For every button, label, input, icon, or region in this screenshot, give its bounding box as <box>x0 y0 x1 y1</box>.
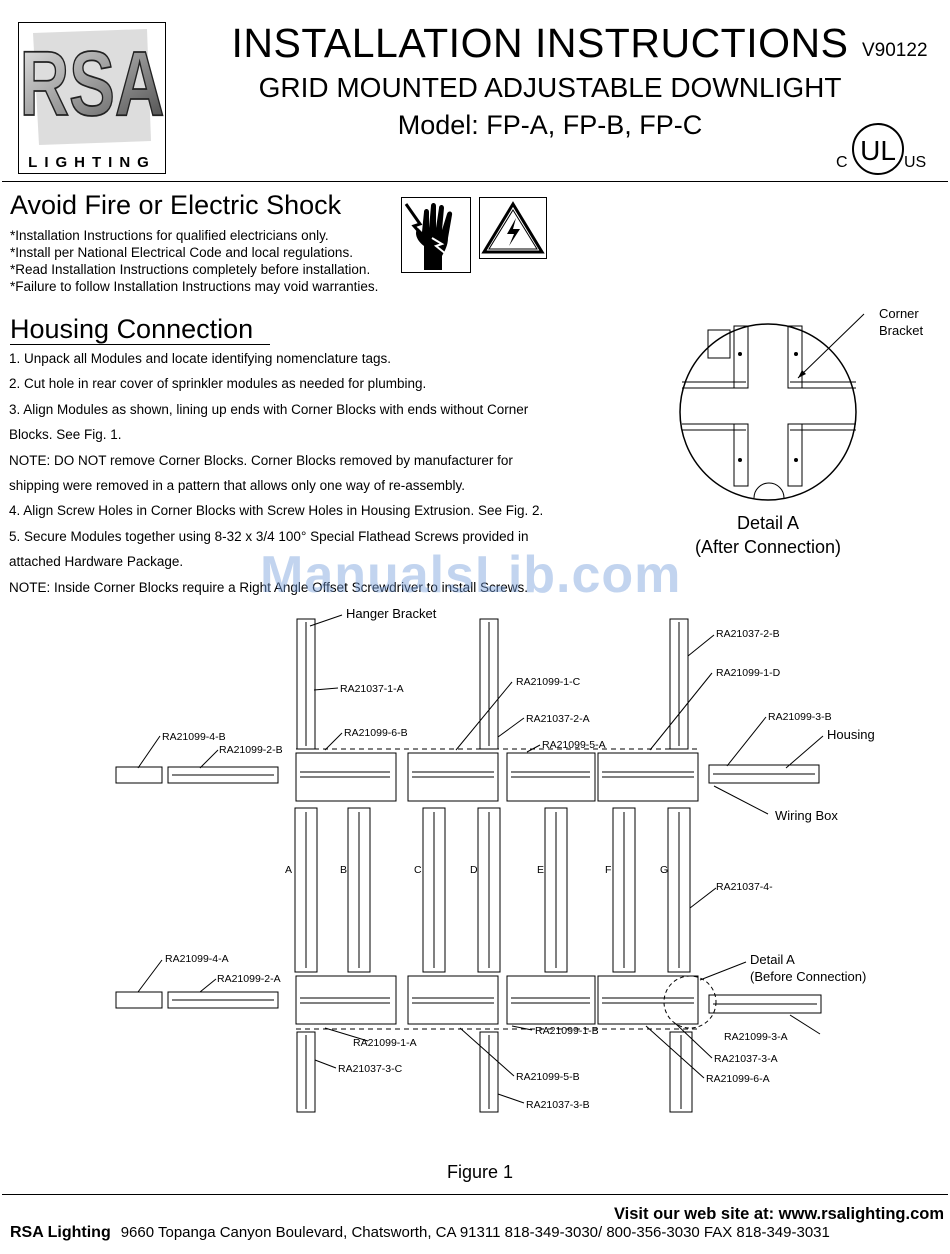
label-ra21099-1-a: RA21099-1-A <box>353 1037 417 1049</box>
label-col-a: A <box>285 864 292 876</box>
label-ra21037-3-c: RA21037-3-C <box>338 1063 403 1075</box>
document-code: V90122 <box>862 40 928 61</box>
label-ra21099-1-d: RA21099-1-D <box>716 667 781 679</box>
corner-bracket-label-2: Bracket <box>879 323 923 338</box>
label-before-connection: (Before Connection) <box>750 969 866 984</box>
logo-letters: RSA <box>20 33 165 135</box>
instruction-line: attached Hardware Package. <box>9 554 184 569</box>
label-ra21099-1-b: RA21099-1-B <box>535 1025 599 1037</box>
high-voltage-warning-icon <box>479 197 547 259</box>
label-ra21099-3-a: RA21099-3-A <box>724 1031 788 1043</box>
detail-a-title: Detail A <box>736 513 800 533</box>
label-ra21099-5-b: RA21099-5-B <box>516 1071 580 1083</box>
header-divider <box>2 181 948 182</box>
detail-a-after-diagram: Corner Bracket <box>679 306 923 501</box>
ul-left-text: C <box>836 154 848 171</box>
logo-graphic: RSA <box>19 29 165 145</box>
instruction-line: 3. Align Modules as shown, lining up end… <box>9 402 529 417</box>
label-col-d: D <box>470 864 478 876</box>
label-ra21099-3-b: RA21099-3-B <box>768 711 832 723</box>
instruction-line: 4. Align Screw Holes in Corner Blocks wi… <box>9 503 544 518</box>
label-ra21099-1-c: RA21099-1-C <box>516 676 581 688</box>
label-ra21099-2-a: RA21099-2-A <box>217 973 281 985</box>
label-ra21099-6-a: RA21099-6-A <box>706 1073 770 1085</box>
warning-line: *Read Installation Instructions complete… <box>10 262 371 277</box>
model-list: Model: FP-A, FP-B, FP-C <box>397 110 703 140</box>
label-ra21037-2-b: RA21037-2-B <box>716 628 780 640</box>
label-ra21099-6-b: RA21099-6-B <box>344 727 408 739</box>
instruction-line: Blocks. See Fig. 1. <box>9 427 122 442</box>
housing-heading-underline <box>10 344 270 345</box>
housing-heading: Housing Connection <box>10 314 254 344</box>
label-ra21037-3-a: RA21037-3-A <box>714 1053 778 1065</box>
label-housing: Housing <box>827 727 875 742</box>
label-ra21037-3-b: RA21037-3-B <box>526 1099 590 1111</box>
company-name: RSA Lighting <box>10 1224 111 1241</box>
label-col-c: C <box>414 864 422 876</box>
label-hanger-bracket: Hanger Bracket <box>346 606 437 621</box>
instruction-line: 5. Secure Modules together using 8-32 x … <box>9 529 529 544</box>
label-ra21037-4: RA21037-4- <box>716 881 773 893</box>
label-ra21099-5-a: RA21099-5-A <box>542 739 606 751</box>
company-address: RSA Lighting 9660 Topanga Canyon Boulevar… <box>10 1224 830 1242</box>
label-col-f: F <box>605 864 611 876</box>
footer-divider <box>2 1194 948 1195</box>
instruction-line: 1. Unpack all Modules and locate identif… <box>9 351 391 366</box>
ul-listing-icon: UL C US <box>836 123 926 175</box>
label-ra21037-1-a: RA21037-1-A <box>340 683 404 695</box>
label-col-e: E <box>537 864 544 876</box>
detail-a-subtitle: (After Connection) <box>694 537 842 557</box>
label-ra21099-2-b: RA21099-2-B <box>219 744 283 756</box>
instruction-line: shipping were removed in a pattern that … <box>9 478 465 493</box>
label-col-g: G <box>660 864 668 876</box>
warning-line: *Installation Instructions for qualified… <box>10 228 329 243</box>
figure-1-diagram: Hanger Bracket RA21037-1-A RA21099-1-C R… <box>115 606 875 1113</box>
warning-heading: Avoid Fire or Electric Shock <box>10 190 342 220</box>
label-ra21099-4-b: RA21099-4-B <box>162 731 226 743</box>
ul-right-text: US <box>904 154 926 171</box>
instruction-line: NOTE: Inside Corner Blocks require a Rig… <box>9 580 528 595</box>
instruction-line: NOTE: DO NOT remove Corner Blocks. Corne… <box>9 453 513 468</box>
label-ra21037-2-a: RA21037-2-A <box>526 713 590 725</box>
figure-caption: Figure 1 <box>446 1162 514 1182</box>
rsa-logo: RSA LIGHTING <box>18 22 166 174</box>
label-detail-a: Detail A <box>750 952 795 967</box>
website-link[interactable]: Visit our web site at: www.rsalighting.c… <box>613 1205 944 1223</box>
warning-line: *Install per National Electrical Code an… <box>10 245 353 260</box>
corner-bracket-label-1: Corner <box>879 306 919 321</box>
electric-shock-hand-icon <box>401 197 471 273</box>
page-title: INSTALLATION INSTRUCTIONS <box>231 20 849 66</box>
label-col-b: B <box>340 864 347 876</box>
label-ra21099-4-a: RA21099-4-A <box>165 953 229 965</box>
instruction-line: 2. Cut hole in rear cover of sprinkler m… <box>9 376 427 391</box>
ul-center-text: UL <box>860 135 896 166</box>
address-text: 9660 Topanga Canyon Boulevard, Chatswort… <box>120 1224 830 1241</box>
product-subtitle: GRID MOUNTED ADJUSTABLE DOWNLIGHT <box>258 72 842 103</box>
watermark: ManualsLib.com <box>260 546 682 604</box>
logo-lighting-text: LIGHTING <box>28 154 156 171</box>
label-wiring-box: Wiring Box <box>775 808 838 823</box>
warning-line: *Failure to follow Installation Instruct… <box>10 279 379 294</box>
